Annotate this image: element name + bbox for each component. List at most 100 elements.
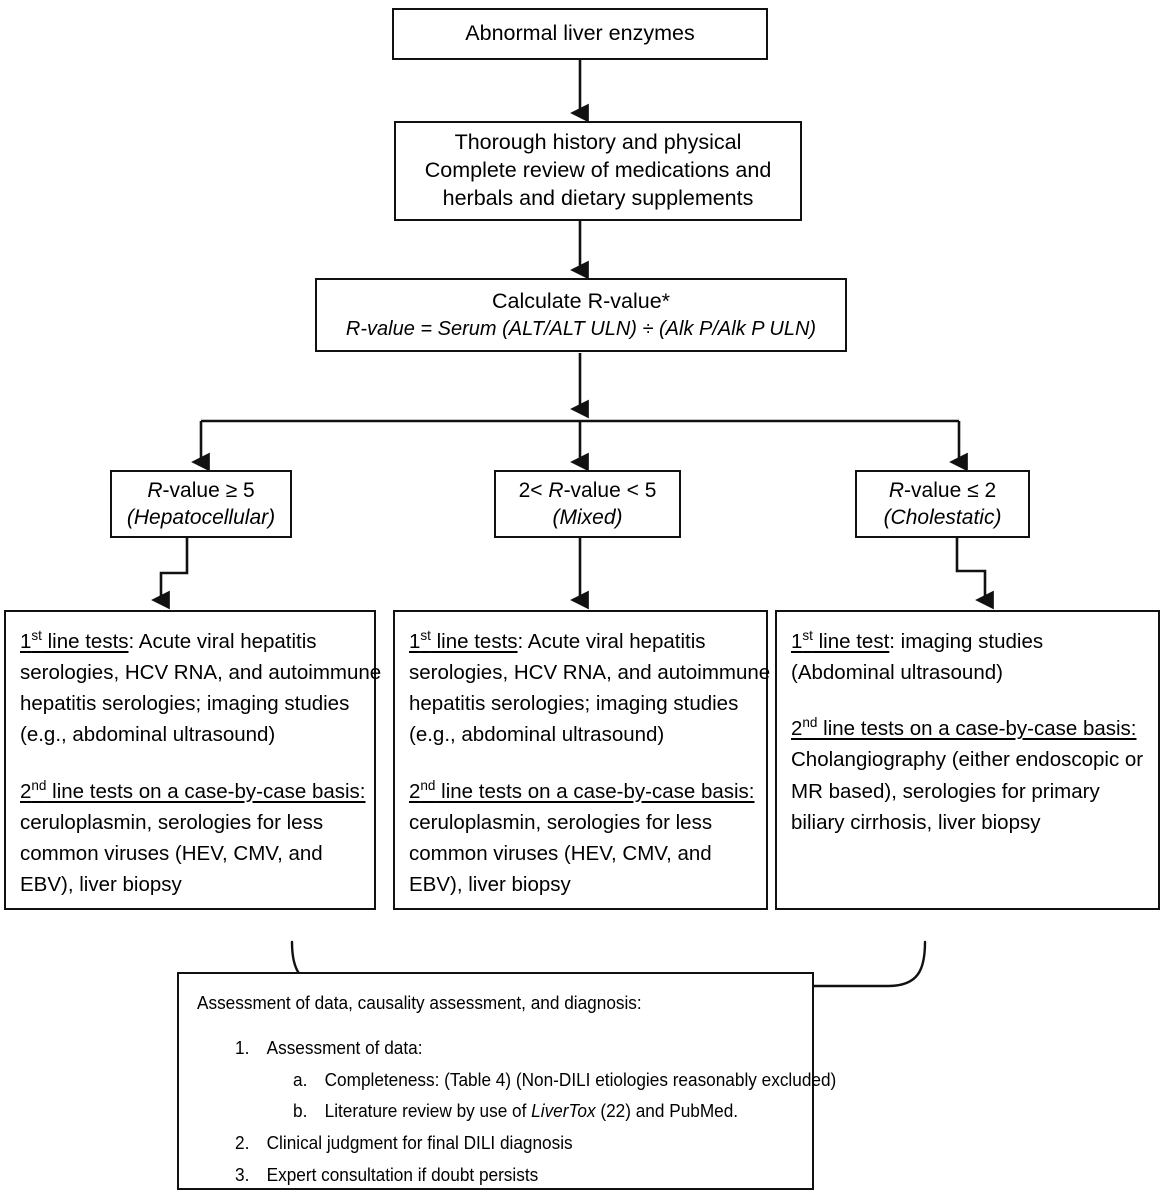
tests-hepatocellular-second-line-2: ceruloplasmin, serologies for less — [20, 810, 324, 834]
tests-mixed-second-line-2: ceruloplasmin, serologies for less — [409, 810, 713, 834]
connector-hepatocellular-to-tests — [151, 538, 189, 610]
tests-mixed-first-line-heading: 1st line tests: Acute viral hepatitis — [409, 626, 770, 657]
heading-ordinal-suffix: st — [420, 628, 431, 644]
first-line-heading-underlined: 1st line tests — [20, 628, 129, 653]
connector-cholestatic-to-tests — [955, 538, 994, 610]
tests-cholestatic-second-line-3: MR based), serologies for primary — [791, 779, 1100, 803]
node-branch-hepatocellular: R-value ≥ 5 (Hepatocellular) — [110, 470, 292, 538]
assessment-item-3-text: Expert consultation if doubt persists — [266, 1164, 539, 1186]
node-thorough-history: Thorough history and physical Complete r… — [394, 121, 802, 221]
assessment-item-1b: b. Literature review by use of LiverTox … — [293, 1098, 738, 1125]
tests-mixed-first-line-2: serologies, HCV RNA, and autoimmune — [409, 661, 771, 685]
assessment-item-1b-text: Literature review by use of LiverTox (22… — [325, 1098, 738, 1125]
heading-rest: line tests — [41, 630, 129, 653]
heading-ordinal-suffix: nd — [31, 777, 47, 793]
second-line-heading-underlined: 2nd line tests on a case-by-case basis: — [791, 715, 1137, 741]
heading-number: 2 — [791, 717, 803, 741]
node-tests-mixed: 1st line tests: Acute viral hepatitis se… — [393, 610, 770, 910]
assessment-item-3: 3. Expert consultation if doubt persists — [235, 1162, 538, 1189]
tests-hepatocellular-first-line-heading: 1st line tests: Acute viral hepatitis — [20, 626, 381, 657]
heading-ordinal-suffix: nd — [420, 777, 436, 793]
first-line-heading-underlined: 1st line test — [791, 628, 890, 653]
tests-mixed-second-line-3: common viruses (HEV, CMV, and — [409, 841, 712, 865]
item-1b-after: (22) and PubMed. — [595, 1100, 739, 1122]
assessment-heading: Assessment of data, causality assessment… — [197, 992, 642, 1013]
first-line-heading-underlined: 1st line tests — [409, 628, 518, 653]
r-symbol-mixed: R — [548, 478, 564, 502]
assessment-item-2: 2. Clinical judgment for final DILI diag… — [235, 1130, 573, 1157]
tests-hepatocellular-first-line-group: 1st line tests: Acute viral hepatitis se… — [20, 626, 381, 751]
heading-number: 2 — [20, 779, 32, 803]
node-thorough-history-line-1: Thorough history and physical — [454, 130, 742, 155]
tests-mixed-second-line-4: EBV), liver biopsy — [409, 873, 571, 897]
tests-hepatocellular-first-line-2: serologies, HCV RNA, and autoimmune — [20, 661, 382, 685]
node-branch-cholestatic-condition: R-value ≤ 2 — [889, 477, 996, 504]
node-abnormal-liver-enzymes: Abnormal liver enzymes — [392, 8, 768, 60]
condition-text-mixed: -value < 5 — [563, 478, 657, 502]
node-tests-cholestatic: 1st line test: imaging studies (Abdomina… — [775, 610, 1160, 910]
condition-text-cholestatic: -value ≤ 2 — [904, 478, 997, 502]
heading-rest: line test — [812, 630, 890, 653]
tests-cholestatic-second-line-2: Cholangiography (either endoscopic or — [791, 748, 1144, 772]
assessment-item-2-text: Clinical judgment for final DILI diagnos… — [266, 1132, 573, 1154]
heading-number: 2 — [409, 779, 421, 803]
item-1b-before: Literature review by use of — [324, 1100, 532, 1122]
condition-text-hepatocellular: -value ≥ 5 — [162, 478, 255, 502]
heading-ordinal-suffix: st — [802, 628, 813, 644]
assessment-item-1: 1. Assessment of data: — [235, 1035, 423, 1062]
tests-mixed-first-line-4: (e.g., abdominal ultrasound) — [409, 723, 665, 747]
node-tests-hepatocellular: 1st line tests: Acute viral hepatitis se… — [4, 610, 381, 910]
node-calculate-r-value: Calculate R-value* R-value = Serum (ALT/… — [315, 278, 847, 352]
tests-cholestatic-first-line-2: (Abdominal ultrasound) — [791, 661, 1003, 685]
tests-cholestatic-second-line-group: 2nd line tests on a case-by-case basis: … — [791, 713, 1143, 838]
heading-rest: line tests on a case-by-case basis: — [817, 717, 1137, 741]
node-assessment-and-diagnosis: Assessment of data, causality assessment… — [177, 972, 836, 1190]
assessment-item-2-marker: 2. — [235, 1132, 250, 1154]
node-branch-cholestatic: R-value ≤ 2 (Cholestatic) — [855, 470, 1030, 538]
heading-ordinal-suffix: st — [31, 628, 42, 644]
node-thorough-history-line-3: herbals and dietary supplements — [442, 185, 754, 210]
first-line-text-0: : Acute viral hepatitis — [517, 630, 706, 653]
heading-number: 1 — [409, 630, 421, 653]
node-branch-hepatocellular-category: (Hepatocellular) — [126, 506, 276, 529]
second-line-heading-underlined: 2nd line tests on a case-by-case basis: — [20, 777, 366, 803]
tests-cholestatic-first-line-heading: 1st line test: imaging studies — [791, 626, 1043, 657]
tests-hepatocellular-first-line-4: (e.g., abdominal ultrasound) — [20, 723, 276, 747]
node-calculate-r-value-title: Calculate R-value* — [491, 289, 671, 314]
node-abnormal-liver-enzymes-line: Abnormal liver enzymes — [465, 21, 695, 46]
heading-ordinal-suffix: nd — [802, 715, 818, 731]
heading-number: 1 — [20, 630, 32, 653]
tests-cholestatic-second-line-4: biliary cirrhosis, liver biopsy — [791, 810, 1041, 834]
node-thorough-history-line-2: Complete review of medications and — [424, 158, 772, 183]
prefix-mixed: 2< — [518, 478, 549, 502]
r-symbol-cholestatic: R — [888, 478, 905, 502]
first-line-text-0: : imaging studies — [889, 630, 1044, 653]
tests-mixed-first-line-group: 1st line tests: Acute viral hepatitis se… — [409, 626, 770, 751]
tests-cholestatic-second-line-heading: 2nd line tests on a case-by-case basis: — [791, 713, 1143, 744]
tests-mixed-second-line-group: 2nd line tests on a case-by-case basis: … — [409, 776, 755, 901]
node-branch-mixed-condition: 2< R-value < 5 — [519, 477, 657, 504]
heading-number: 1 — [791, 630, 803, 653]
tests-mixed-second-line-heading: 2nd line tests on a case-by-case basis: — [409, 776, 755, 807]
assessment-item-1b-marker: b. — [293, 1100, 308, 1122]
assessment-item-1-text: Assessment of data: — [266, 1036, 423, 1058]
node-branch-cholestatic-category: (Cholestatic) — [883, 506, 1002, 529]
tests-cholestatic-first-line-group: 1st line test: imaging studies (Abdomina… — [791, 626, 1043, 688]
heading-rest: line tests — [430, 630, 518, 653]
node-branch-mixed-category: (Mixed) — [552, 506, 623, 529]
heading-rest: line tests on a case-by-case basis: — [435, 779, 755, 803]
tests-hepatocellular-first-line-3: hepatitis serologies; imaging studies — [20, 692, 350, 716]
tests-hepatocellular-second-line-4: EBV), liver biopsy — [20, 873, 182, 897]
item-1b-livertox: LiverTox — [531, 1100, 596, 1122]
node-branch-hepatocellular-condition: R-value ≥ 5 — [147, 477, 254, 504]
tests-hepatocellular-second-line-heading: 2nd line tests on a case-by-case basis: — [20, 776, 366, 807]
node-calculate-r-value-formula: R-value = Serum (ALT/ALT ULN) ÷ (Alk P/A… — [345, 317, 817, 340]
assessment-item-1a: a. Completeness: (Table 4) (Non-DILI eti… — [293, 1067, 836, 1094]
node-branch-mixed: 2< R-value < 5 (Mixed) — [494, 470, 681, 538]
assessment-item-1-marker: 1. — [235, 1036, 250, 1058]
tests-hepatocellular-second-line-3: common viruses (HEV, CMV, and — [20, 841, 323, 865]
second-line-heading-underlined: 2nd line tests on a case-by-case basis: — [409, 777, 755, 803]
assessment-item-1a-marker: a. — [293, 1068, 308, 1090]
assessment-item-3-marker: 3. — [235, 1164, 250, 1186]
